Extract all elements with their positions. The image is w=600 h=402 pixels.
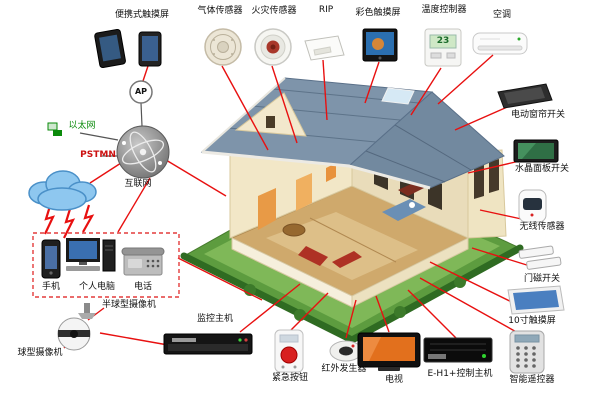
- label-door-magnet-switch: 门磁开关: [523, 274, 560, 284]
- door-magnet-switch-icon: [518, 245, 562, 270]
- gable: [234, 92, 307, 137]
- personal-computer-icon: [66, 238, 116, 272]
- label-dome-camera: 半球型摄像机: [101, 300, 156, 310]
- telephone-icon: [121, 247, 165, 276]
- tv-icon: [357, 332, 421, 371]
- label-curtain-switch: 电动窗帘开关: [510, 110, 565, 120]
- curtain-switch-icon: [497, 83, 553, 109]
- label-tv: 电视: [384, 375, 403, 385]
- ir-generator-icon: [329, 340, 363, 362]
- label-gas-sensor: 气体传感器: [197, 6, 243, 16]
- house-illustration: [180, 77, 524, 344]
- label-ap: AP: [134, 87, 148, 96]
- air-conditioner-icon: [472, 32, 528, 55]
- label-internet: 互联网: [124, 179, 152, 189]
- color-touchscreen-icon: [362, 28, 398, 62]
- control-host-icon: [423, 337, 493, 363]
- label-air-conditioner: 空调: [492, 10, 511, 20]
- ball-camera-icon: [57, 303, 96, 351]
- gable-window: [266, 116, 275, 128]
- bed: [382, 199, 426, 221]
- sofa-2: [332, 251, 362, 268]
- label-touchscreen-10: 10寸触摸屏: [508, 316, 556, 326]
- wireless-sensor-icon: [518, 189, 547, 223]
- smart-remote-icon: [509, 330, 545, 374]
- sofa: [298, 246, 328, 266]
- front-low-wall-right: [351, 237, 469, 308]
- fire-sensor-icon: [254, 28, 292, 66]
- label-mobile-phone: 手机: [41, 282, 60, 292]
- label-smart-remote: 智能遥控器: [509, 375, 555, 385]
- label-monitor-host: 监控主机: [196, 314, 233, 324]
- mobile-phone-icon: [41, 239, 61, 279]
- table: [282, 223, 306, 237]
- label-ball-camera: 球型摄像机: [17, 348, 63, 358]
- network-links: [79, 102, 143, 157]
- wall-lamp: [326, 163, 336, 182]
- lan-group-box: [32, 232, 180, 298]
- cloud-icon: [28, 170, 97, 211]
- crystal-panel-switch-icon: [513, 139, 559, 163]
- doorway-2: [296, 173, 312, 211]
- label-ir-generator: 红外发生器: [321, 364, 367, 374]
- doorway: [258, 188, 276, 230]
- label-portable-touchscreen: 便携式触摸屏: [114, 10, 169, 20]
- ethernet-icon: [47, 122, 62, 136]
- label-control-host: E-H1+控制主机: [427, 369, 493, 379]
- skylight: [381, 87, 415, 105]
- window: [474, 165, 484, 199]
- monitor-host-icon: [163, 333, 253, 355]
- window: [489, 159, 499, 193]
- fascia: [201, 150, 431, 190]
- ap-icon: [129, 80, 153, 104]
- label-emergency-button: 紧急按钮: [271, 373, 308, 383]
- lightning-bolts: [44, 204, 95, 239]
- internet-atom-icon: [116, 125, 170, 179]
- label-personal-computer: 个人电脑: [78, 282, 115, 292]
- thermostat-display-value: 23: [436, 36, 450, 46]
- label-pstmn: PSTMN: [80, 150, 116, 160]
- rip-sensor-icon: [304, 35, 345, 61]
- label-color-touchscreen: 彩色触摸屏: [355, 8, 401, 18]
- temp-controller-icon: [424, 28, 462, 67]
- portable-touchscreen-icon: [94, 28, 162, 69]
- touchscreen-10-icon: [507, 285, 565, 315]
- gas-sensor-icon: [204, 28, 242, 66]
- label-crystal-panel-switch: 水晶面板开关: [514, 164, 569, 174]
- label-ethernet: 以太网: [68, 121, 96, 131]
- label-temp-controller: 温度控制器: [421, 5, 467, 15]
- label-telephone: 电话: [133, 282, 152, 292]
- label-wireless-sensor: 无线传感器: [519, 222, 565, 232]
- label-fire-sensor: 火灾传感器: [251, 6, 297, 16]
- emergency-button-icon: [274, 329, 304, 373]
- label-rip: RIP: [318, 5, 334, 15]
